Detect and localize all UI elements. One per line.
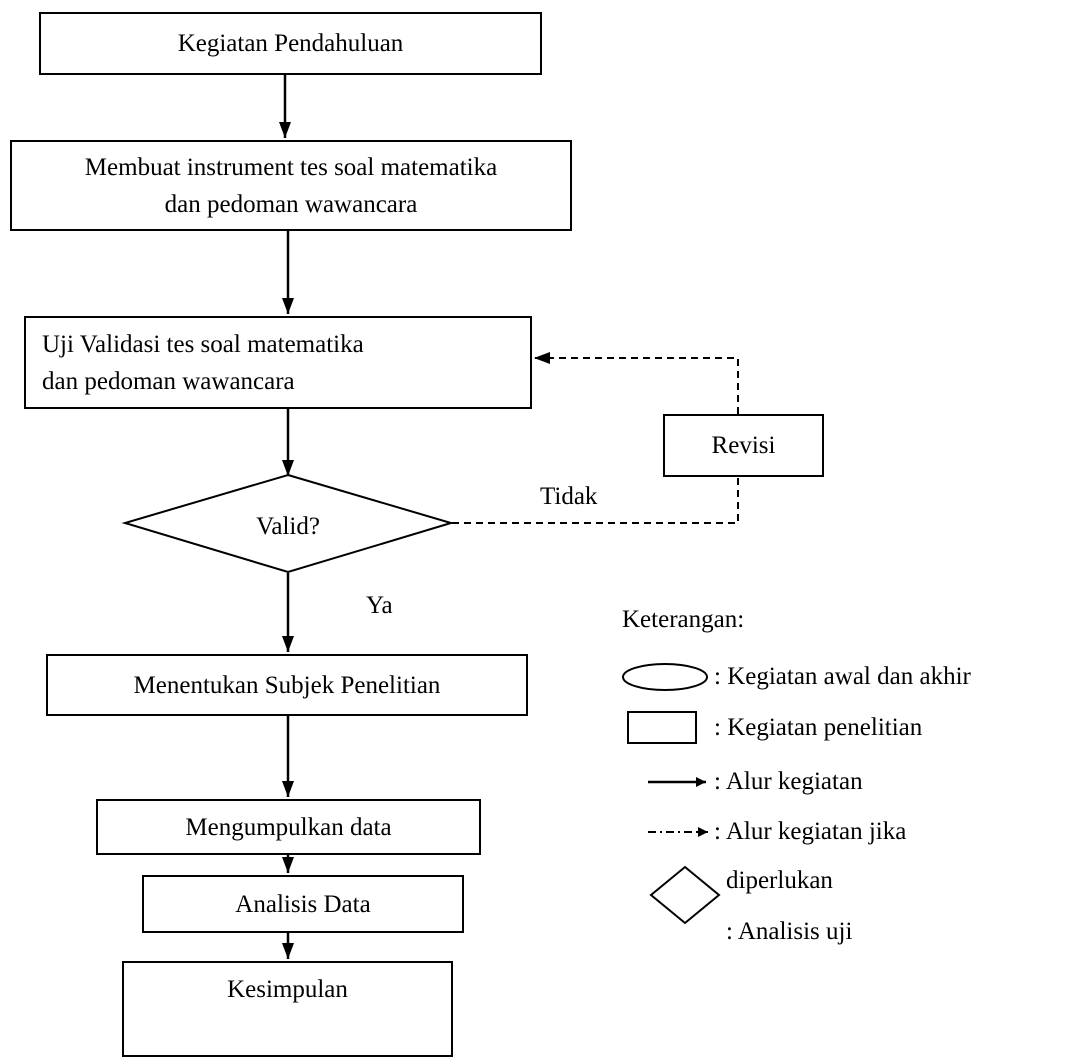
legend-item-diamond-label: : Analisis uji [726,918,853,945]
legend-title: Keterangan: [622,606,745,633]
dashed-valid-to-revisi [452,477,739,524]
node-uji-validasi-line1: Uji Validasi tes soal matematika [42,330,364,358]
node-revisi-label: Revisi [711,432,776,459]
legend-rectangle-shape [627,711,697,744]
edge-label-tidak: Tidak [540,483,598,510]
dashed-revisi-to-uji [534,352,739,414]
node-membuat-instrument-line2: dan pedoman wawancara [164,190,418,218]
node-uji-validasi: Uji Validasi tes soal matematika dan ped… [24,316,532,409]
node-uji-validasi-line2: dan pedoman wawancara [42,367,295,395]
node-analisis-data-label: Analisis Data [235,890,371,918]
legend-diamond-shape [649,865,721,925]
node-valid-label: Valid? [256,513,320,540]
node-kegiatan-pendahuluan: Kegiatan Pendahuluan [39,12,542,75]
node-analisis-data: Analisis Data [142,875,464,933]
node-kesimpulan-label: Kesimpulan [227,976,348,1003]
node-membuat-instrument: Membuat instrument tes soal matematika d… [10,140,572,231]
legend-item-ellipse-label: : Kegiatan awal dan akhir [714,663,971,690]
node-kesimpulan: Kesimpulan [122,961,453,1057]
valid-decision-shape [121,473,455,574]
node-kegiatan-pendahuluan-label: Kegiatan Pendahuluan [177,30,404,57]
node-mengumpulkan-data: Mengumpulkan data [96,799,481,855]
legend-item-rectangle-label: : Kegiatan penelitian [714,714,923,741]
node-revisi: Revisi [663,414,824,477]
edge-label-ya: Ya [366,592,393,619]
legend-item-solid-arrow-label: : Alur kegiatan [714,768,863,795]
node-mengumpulkan-data-label: Mengumpulkan data [185,813,392,841]
legend-ellipse-shape [622,663,708,691]
node-menentukan-subjek: Menentukan Subjek Penelitian [46,654,528,716]
legend-item-diperlukan-label: diperlukan [726,867,833,894]
node-membuat-instrument-line1: Membuat instrument tes soal matematika [84,153,498,181]
node-menentukan-subjek-label: Menentukan Subjek Penelitian [133,671,441,699]
legend-item-dashed-arrow-label: : Alur kegiatan jika [714,818,907,845]
